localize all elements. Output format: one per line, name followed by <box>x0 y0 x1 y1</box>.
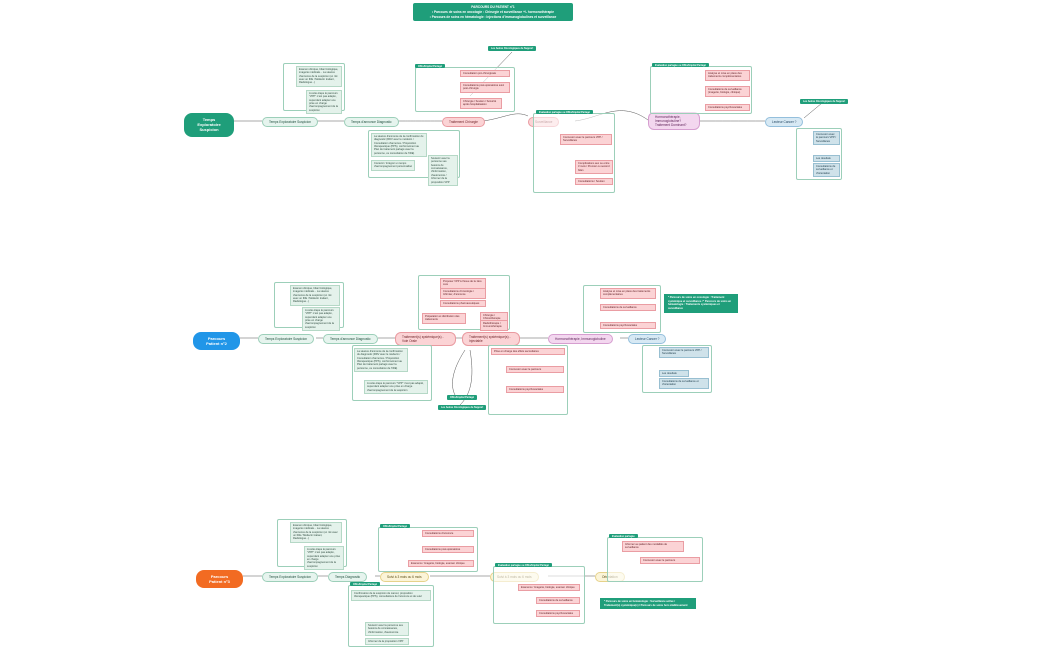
p2-actors-label-2: Les Autres Oncologiques de Support <box>438 405 487 410</box>
p3-a-item-3: Examens / Imagerie, biologie, examen cli… <box>408 560 474 568</box>
p3-b-tag: Offre/Hôpital Partagé <box>350 582 380 586</box>
p3-d-item-1: Informer au patient des modalités de sur… <box>622 541 684 552</box>
p2-top-item-2: Consultations d'oncologie / Infirmier, d… <box>440 288 486 299</box>
p1-surv-item-2: Complications aux ou entre 3 mois / Prem… <box>575 160 613 175</box>
p1-explo-note: Examen clinique, bilan biologique, image… <box>296 66 342 87</box>
p2-explo-note-2: A cette étape le parcours "VPP" n'est pa… <box>302 307 340 332</box>
header-title: PARCOURS DU PATIENT n°1 <box>471 5 515 9</box>
p2-node-tchir[interactable]: Traitement(s) systémique(s) - Voie Orale <box>395 332 456 346</box>
p2-node-tsurv[interactable]: Traitement(s) systémique(s) - Injectable <box>462 332 520 346</box>
p1-lc-item-3: Consultations de surveillance et d'orien… <box>813 163 840 178</box>
p3-b-item-1: Confirmation de la suspicion de cancer, … <box>351 590 431 601</box>
p1-chir-item-1: Consultation pré-chirurgicale <box>460 70 510 78</box>
p2-eval-item-1: Analyse et mise en place des traitements… <box>600 288 656 299</box>
p3-c-tag: Evaluation partagée ou Offre/Hôpital Par… <box>495 563 552 567</box>
p3-a-item-1: Consultations d'annonce <box>422 530 474 538</box>
p1-node-diag[interactable]: Temps d'annonce Diagnostic <box>344 117 399 127</box>
p3-explo-note: Examen clinique, bilan biologique, image… <box>290 522 342 543</box>
p1-lc-item-2: Les résultats <box>813 155 840 163</box>
p1-eval-item-1: Analyse et mise en place des traitements… <box>705 70 750 81</box>
p1-chir-item-3: Chirurgie / Soutien / Sécurité après hos… <box>460 98 502 109</box>
p1-node-explo[interactable]: Temps Exploratoire Suspicion <box>262 117 318 127</box>
p3-a-tag: Offre/Hôpital Partagé <box>380 524 410 528</box>
p1-lc-item-1: Connexion avec le parcours VPP / Surveil… <box>813 131 840 146</box>
p3-b-item-3: Informer de la proposition VPP <box>365 638 409 646</box>
header-line-2: • Parcours de soins en hématologie : Inj… <box>429 14 557 19</box>
p1-eval-item-3: Consultations psychosociales <box>705 104 750 112</box>
p1-eval-tag: Evaluation partagée ou Offre/Hôpital Par… <box>652 63 709 67</box>
p3-explo-note-2: A cette étape le parcours "VPP" n'est pa… <box>304 546 344 571</box>
p3-d-item-2: Connexion avec le parcours <box>640 557 700 565</box>
p3-d-tag: Evaluation partagée <box>609 534 638 538</box>
p2-root-node[interactable]: Parcours Patient n°2 <box>193 332 240 351</box>
page-header: PARCOURS DU PATIENT n°1 • Parcours de so… <box>413 3 573 22</box>
p1-chir-tag: Offre/Hôpital Partagé <box>415 64 445 68</box>
p1-actors-label: Les Autres Oncologiques de Support <box>488 46 537 51</box>
p3-root-node[interactable]: Parcours Patient n°3 <box>196 570 243 589</box>
p1-surv-tag: Evaluation partagée ou Offre/Hôpital Par… <box>536 110 593 114</box>
p1-diag-note: La séance d'annonce de la confirmation d… <box>371 133 427 158</box>
p1-node-hormono[interactable]: Hormonothérapie, Immunoglobuline? Traite… <box>648 112 700 131</box>
p3-c-item-2: Consultations de surveillance <box>536 597 580 605</box>
p1-diag-note-2: Contenir / Intégrer un temps d'accompagn… <box>371 160 415 171</box>
p2-top-item-3: Consultations pharmaceutiques <box>440 300 486 308</box>
p2-node-lecteur[interactable]: Lecteur Cancer ? <box>628 334 667 344</box>
p2-eval-item-2: Consultations de surveillance <box>600 304 656 312</box>
p3-node-diag[interactable]: Temps Diagnostic <box>328 572 368 582</box>
p2-node-explo[interactable]: Temps Exploratoire Suspicion <box>258 334 314 344</box>
p2-bot-item-3: Consultations psychosociales <box>506 386 564 394</box>
p1-root-node[interactable]: Temps Exploratoire Suspicion <box>184 113 234 137</box>
p2-node-hormono[interactable]: Hormonothérapie, Immunoglobuline <box>548 334 613 344</box>
p2-bot-item-2: Connexion avec le parcours <box>506 366 564 374</box>
p3-node-suivi-1[interactable]: Suivi à 3 mois ou 6 mois <box>380 572 429 582</box>
p3-c-item-3: Consultations psychosociales <box>536 610 580 618</box>
p2-lc-item-1: Connexion avec le parcours VPP / Surveil… <box>659 347 709 358</box>
p3-c-item-1: Examens / Imagerie, biologie, examen cli… <box>518 584 580 592</box>
header-line-1: • Parcours de soins en oncologie : Chiru… <box>431 9 554 14</box>
p2-actors-label: Offre/Hôpital Partagé <box>447 395 477 400</box>
p2-top-item-4: Préparation et distribution des traiteme… <box>422 313 466 324</box>
p2-lc-item-3: Consultations de surveillance et d'orien… <box>659 378 709 389</box>
p1-surv-item-1: Connexion avec le parcours VPP / Surveil… <box>560 134 612 145</box>
p3-node-explo[interactable]: Temps Exploratoire Suspicion <box>262 572 318 582</box>
p2-bot-item-1: Prise en charge des effets secondaires <box>491 348 565 356</box>
p1-explo-note-2: A cette étape le parcours "VPP" n'est pa… <box>306 90 342 115</box>
p2-explo-note: Examen clinique, bilan biologique, image… <box>290 285 340 306</box>
p2-legend: * Parcours de soins en oncologie : Trait… <box>664 294 738 313</box>
p2-lc-item-2: Les résultats <box>659 370 689 378</box>
p1-node-lecteur[interactable]: Lecteur Cancer ? <box>765 117 804 127</box>
p2-mid-item-2: Radiothérapie / Immunothérapie <box>480 320 508 331</box>
p3-a-item-2: Consultations post-opératoires <box>422 546 474 554</box>
p1-node-chir[interactable]: Traitement Chirurgie <box>442 117 485 127</box>
p1-eval-item-2: Consultations de surveillance (imagerie,… <box>705 86 750 97</box>
p2-diag-note: La séance d'annonce de la confirmation d… <box>354 348 408 373</box>
p3-legend: * Parcours de soins en hématologie : Sur… <box>600 598 696 610</box>
p1-actors-label-2: Les Autres Oncologiques de Support <box>800 99 849 104</box>
p1-surv-item-3: Consultations / Soutien <box>575 178 613 186</box>
p2-eval-item-3: Consultations psychosociales <box>600 322 656 330</box>
p1-chir-item-2: Consultations post-opératoires suivi pos… <box>460 82 510 93</box>
p2-bot-frame <box>488 345 568 415</box>
p3-b-item-2: Soutenir avec la personne ses besoins de… <box>365 622 409 637</box>
p1-diag-note-3: Soutenir avec la personne ses besoins de… <box>428 155 458 186</box>
p2-node-diag[interactable]: Temps d'annonce Diagnostic <box>323 334 378 344</box>
p2-diag-note-2: A cette étape le parcours "VPP" n'est pa… <box>364 380 428 395</box>
